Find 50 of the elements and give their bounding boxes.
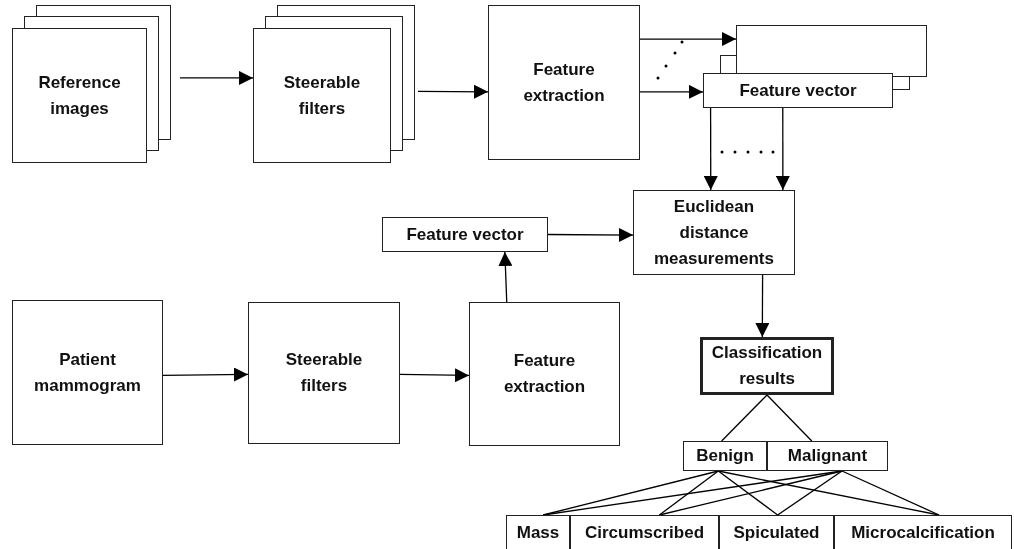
process-box <box>469 302 620 446</box>
arrow <box>417 84 489 99</box>
process-box <box>253 28 391 163</box>
process-box <box>12 28 147 163</box>
connector-line <box>721 394 768 442</box>
arrow <box>639 32 737 47</box>
box-label: Microcalcification <box>851 522 995 544</box>
box-label: Benign <box>696 445 754 467</box>
box-label: Euclidean distance measurements <box>653 195 775 270</box>
category-cell <box>767 441 888 471</box>
connector-line <box>766 394 813 442</box>
stacked-box <box>736 25 927 77</box>
arrow <box>162 367 249 382</box>
process-box <box>700 337 834 395</box>
process-box <box>12 300 163 445</box>
arrow <box>547 227 634 242</box>
connector-line <box>717 470 779 516</box>
box-label: Steerable filters <box>282 71 362 120</box>
connector-line <box>658 470 719 516</box>
box-label: Circumscribed <box>584 522 704 544</box>
box-label: Reference images <box>37 71 122 120</box>
process-box <box>488 5 640 160</box>
connector-line <box>841 470 940 516</box>
arrow <box>498 251 513 303</box>
process-box <box>382 217 548 252</box>
process-box <box>633 190 795 275</box>
arrow <box>755 274 770 338</box>
process-box <box>703 73 893 108</box>
arrow <box>399 368 470 383</box>
category-cell <box>683 441 767 471</box>
process-box <box>248 302 400 444</box>
box-label: Patient mammogram <box>33 348 142 397</box>
arrow <box>639 84 704 99</box>
category-cell <box>834 515 1012 549</box>
box-label: Malignant <box>787 445 868 467</box>
box-label: Feature vector <box>406 223 524 246</box>
box-label: Feature vector <box>739 79 857 102</box>
box-label: Mass <box>516 522 560 544</box>
category-cell <box>719 515 834 549</box>
box-label: Feature extraction <box>502 350 587 398</box>
box-label: Steerable filters <box>284 349 364 397</box>
category-cell <box>570 515 719 549</box>
arrow <box>703 107 718 191</box>
box-label: Feature extraction <box>522 58 606 107</box>
category-cell <box>506 515 570 549</box>
box-label: Classification results <box>710 342 824 390</box>
connector-line <box>777 470 843 516</box>
box-label: Spiculated <box>733 522 820 544</box>
arrow <box>775 107 790 191</box>
arrow <box>179 70 254 85</box>
